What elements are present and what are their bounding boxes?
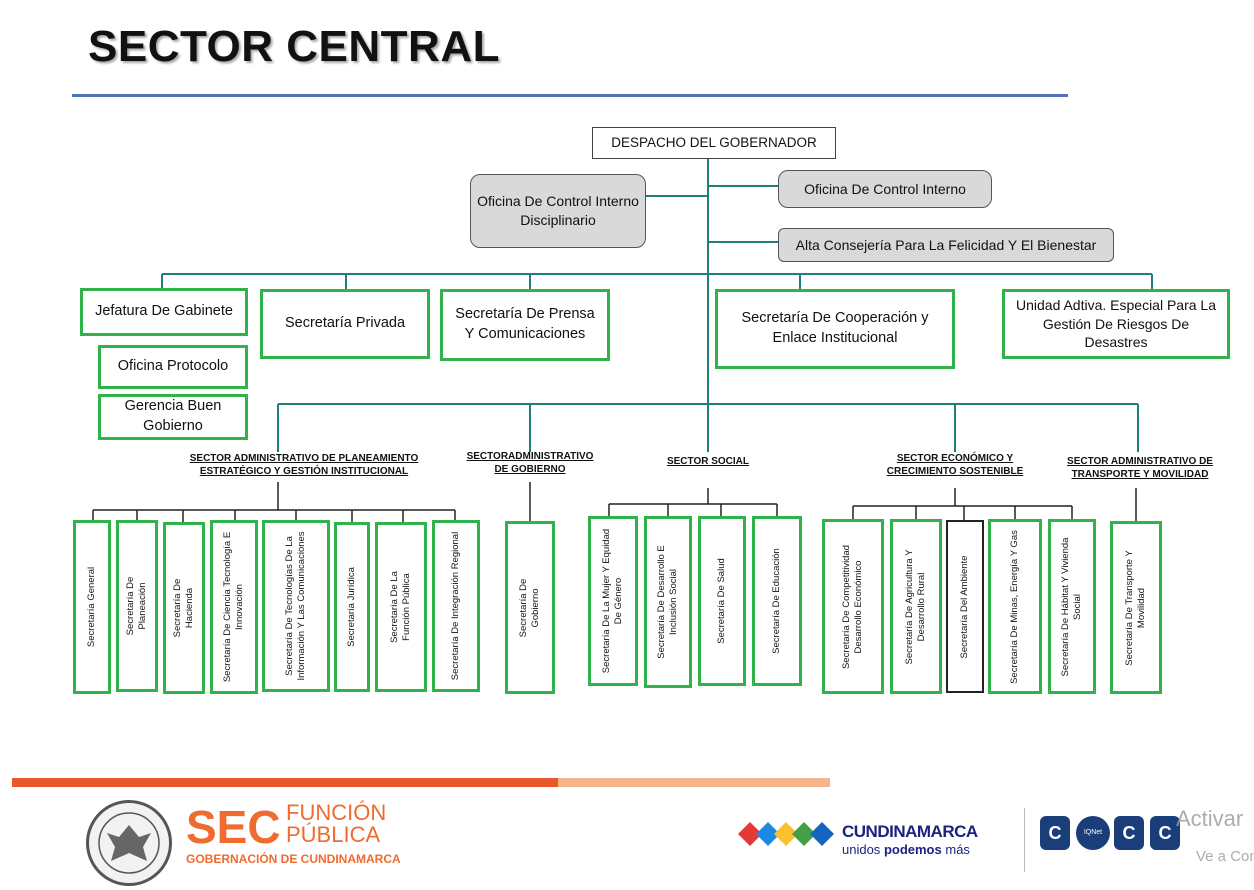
secretaria-ciencia-label: Secretaría De Ciencia Tecnología E Innov… [222, 531, 245, 683]
cundinamarca-logo-text: CUNDINAMARCA [842, 822, 978, 841]
secretaria-salud-label: Secretaría De Salud [716, 558, 728, 644]
secretaria-mujer-box: Secretaría De La Mujer Y Equidad De Géne… [588, 516, 638, 686]
secretaria-gobierno-label: Secretaría De Gobierno [518, 578, 541, 637]
secretaria-mujer-label: Secretaría De La Mujer Y Equidad De Géne… [601, 528, 624, 674]
secretaria-educacion-label: Secretaría De Educación [771, 548, 783, 654]
sector-planeamiento-heading: SECTOR ADMINISTRATIVO DE PLANEAMIENTO ES… [189, 453, 419, 477]
funcion-logo-text: FUNCIÓN [286, 800, 387, 825]
oficina-control-disciplinario-box: Oficina De Control Interno Disciplinario [470, 174, 646, 248]
gobernacion-text: GOBERNACIÓN DE CUNDINAMARCA [186, 852, 401, 866]
secretaria-desarrollo-social-label: Secretaría De Desarrollo E Inclusión Soc… [656, 545, 679, 659]
secretaria-minas-label: Secretaría De Minas, Energía Y Gas [1009, 529, 1021, 684]
gerencia-buen-gobierno-box: Gerencia Buen Gobierno [98, 394, 248, 440]
secretaria-cooperacion-box: Secretaría De Cooperación y Enlace Insti… [715, 289, 955, 369]
footer-peach-bar [558, 778, 830, 787]
oficina-control-interno-box: Oficina De Control Interno [778, 170, 992, 208]
oficina-protocolo-box: Oficina Protocolo [98, 345, 248, 389]
secretaria-juridica-label: Secretaría Jurídica [346, 567, 358, 647]
secretaria-funcion-publica-label: Secretaría De La Función Pública [389, 571, 412, 643]
secretaria-privada-box: Secretaría Privada [260, 289, 430, 359]
secretaria-ambiente-box: Secretaría Del Ambiente [946, 520, 984, 693]
secretaria-ambiente-label: Secretaría Del Ambiente [959, 555, 971, 658]
secretaria-tic-label: Secretaría De Tecnologías De La Informac… [284, 531, 307, 681]
lema-word-3: más [945, 842, 970, 857]
sec-logo-text: SEC [186, 801, 281, 853]
alta-consejeria-box: Alta Consejería Para La Felicidad Y El B… [778, 228, 1114, 262]
secretaria-transporte-label: Secretaría De Transporte Y Movilidad [1124, 549, 1147, 666]
secretaria-desarrollo-social-box: Secretaría De Desarrollo E Inclusión Soc… [644, 516, 692, 688]
secretaria-juridica-box: Secretaría Jurídica [334, 522, 370, 692]
secretaria-transporte-box: Secretaría De Transporte Y Movilidad [1110, 521, 1162, 694]
sector-economico-heading: SECTOR ECONÓMICO Y CRECIMIENTO SOSTENIBL… [886, 453, 1024, 477]
footer-divider [1024, 808, 1025, 872]
secretaria-agricultura-box: Secretaría De Agricultura Y Desarrollo R… [890, 519, 942, 694]
title-underline [72, 94, 1068, 97]
secretaria-hacienda-box: Secretaría De Hacienda [163, 522, 205, 694]
certification-badge-1: C [1040, 816, 1070, 850]
lema-text: unidos podemos más [842, 842, 970, 857]
certification-badge-4: C [1150, 816, 1180, 850]
secretaria-habitat-label: Secretaría De Hábitat Y Vivienda Social [1060, 537, 1083, 676]
secretaria-integracion-label: Secretaría De Integración Regional [450, 531, 462, 681]
secretaria-educacion-box: Secretaría De Educación [752, 516, 802, 686]
secretaria-agricultura-label: Secretaría De Agricultura Y Desarrollo R… [904, 549, 927, 664]
footer-orange-bar [12, 778, 558, 787]
secretaria-habitat-box: Secretaría De Hábitat Y Vivienda Social [1048, 519, 1096, 694]
activation-watermark-subtext: Ve a Conf [1196, 848, 1254, 865]
sector-social-heading: SECTOR SOCIAL [666, 456, 750, 467]
cundinamarca-pattern-logo [738, 814, 834, 854]
coat-of-arms-seal [86, 800, 172, 886]
sector-transporte-heading: SECTOR ADMINISTRATIVO DE TRANSPORTE Y MO… [1067, 456, 1213, 480]
secretaria-general-box: Secretaría General [73, 520, 111, 694]
sector-gobierno-heading: SECTORADMINISTRATIVO DE GOBIERNO [466, 451, 594, 475]
activation-watermark: Activar [1176, 806, 1244, 831]
despacho-gobernador-box: DESPACHO DEL GOBERNADOR [592, 127, 836, 159]
certification-badge-3: C [1114, 816, 1144, 850]
secretaria-hacienda-label: Secretaría De Hacienda [172, 578, 195, 638]
secretaria-competitividad-box: Secretaría De Competitividad Desarrollo … [822, 519, 884, 694]
secretaria-tic-box: Secretaría De Tecnologías De La Informac… [262, 520, 330, 692]
page-title: SECTOR CENTRAL [88, 22, 500, 71]
secretaria-general-label: Secretaría General [86, 566, 98, 648]
unidad-riesgos-box: Unidad Adtiva. Especial Para La Gestión … [1002, 289, 1230, 359]
secretaria-salud-box: Secretaría De Salud [698, 516, 746, 686]
certification-badge-iqnet: IQNet [1076, 816, 1110, 850]
publica-logo-text: PÚBLICA [286, 822, 381, 847]
jefatura-gabinete-box: Jefatura De Gabinete [80, 288, 248, 336]
secretaria-gobierno-box: Secretaría De Gobierno [505, 521, 555, 694]
secretaria-planeacion-label: Secretaría De Planeación [125, 576, 148, 636]
lema-word-1: unidos [842, 842, 881, 857]
secretaria-ciencia-box: Secretaría De Ciencia Tecnología E Innov… [210, 520, 258, 694]
secretaria-funcion-publica-box: Secretaría De La Función Pública [375, 522, 427, 692]
secretaria-prensa-box: Secretaría De Prensa Y Comunicaciones [440, 289, 610, 361]
secretaria-integracion-box: Secretaría De Integración Regional [432, 520, 480, 692]
lema-word-2: podemos [883, 842, 942, 857]
secretaria-minas-box: Secretaría De Minas, Energía Y Gas [988, 519, 1042, 694]
secretaria-competitividad-label: Secretaría De Competitividad Desarrollo … [841, 544, 864, 669]
secretaria-planeacion-box: Secretaría De Planeación [116, 520, 158, 692]
